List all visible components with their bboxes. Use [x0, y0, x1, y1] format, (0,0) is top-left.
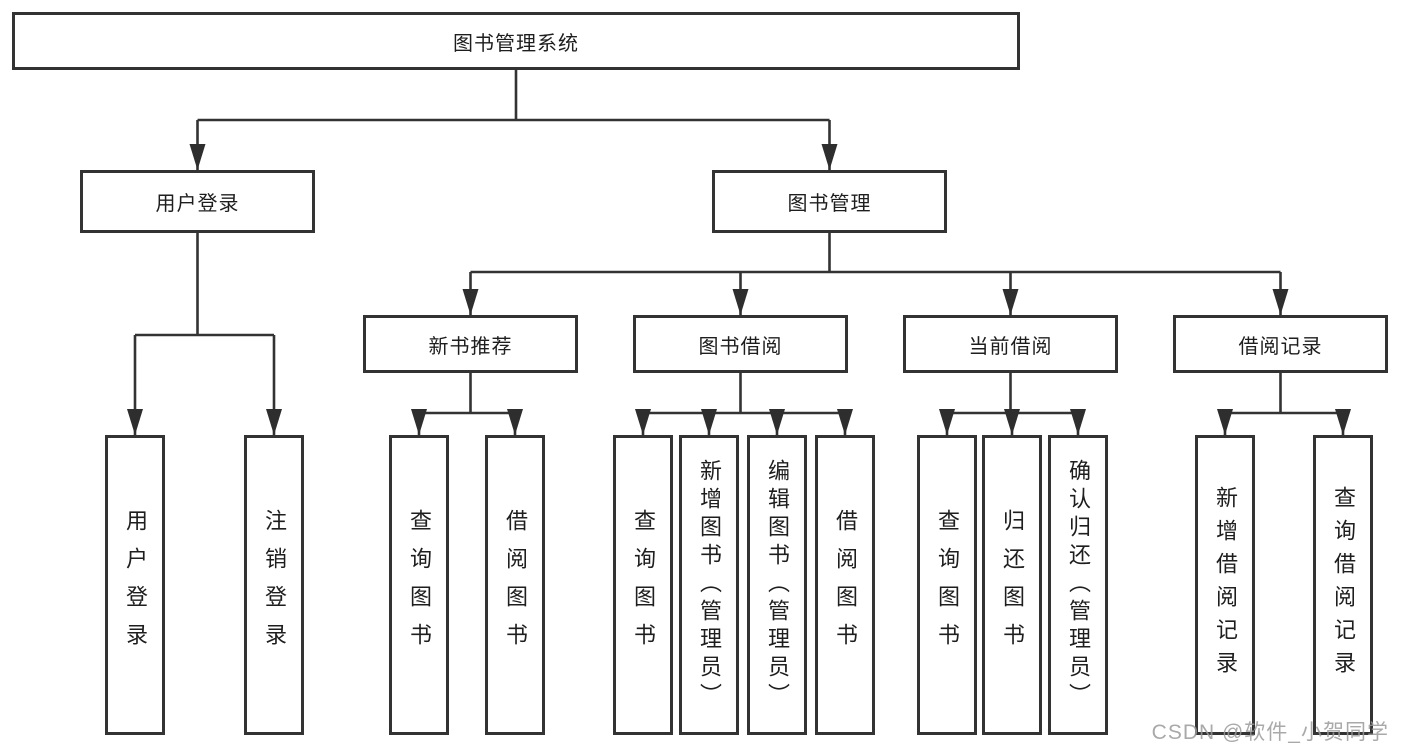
node-label: 图书管理: [787, 193, 872, 215]
node-current-borrowing: 当前借阅: [903, 315, 1118, 373]
node-label: 借阅图书: [833, 509, 858, 661]
node-library-management-system: 图书管理系统: [12, 12, 1020, 70]
leaf-borrow-books-borrowing: 借阅图书: [815, 435, 875, 735]
leaf-query-borrow-record: 查询借阅记录: [1313, 435, 1373, 735]
node-label: 新增借阅记录: [1213, 486, 1238, 684]
leaf-query-books-borrowing: 查询图书: [613, 435, 673, 735]
node-label: 查询图书: [935, 509, 960, 661]
node-label: 查询图书: [407, 509, 432, 661]
node-label: 注销登录: [262, 509, 287, 661]
node-label: 用户登录: [123, 509, 148, 661]
node-label: 借阅图书: [503, 509, 528, 661]
connector-bookmgmt-to-level3: [469, 233, 1282, 315]
connector-userlogin-to-leaves: [133, 233, 276, 435]
node-book-borrowing: 图书借阅: [633, 315, 848, 373]
node-label: 图书借阅: [698, 335, 783, 358]
leaf-query-books-current: 查询图书: [917, 435, 977, 735]
node-book-management: 图书管理: [712, 170, 947, 233]
leaf-add-borrow-record: 新增借阅记录: [1195, 435, 1255, 735]
leaf-return-book: 归还图书: [982, 435, 1042, 735]
node-label: 确认归还（管理员）: [1066, 459, 1091, 711]
leaf-edit-book-admin: 编辑图书（管理员）: [747, 435, 807, 735]
node-user-login: 用户登录: [80, 170, 315, 233]
connector-borrow-to-leaves: [641, 373, 847, 435]
node-label: 用户登录: [155, 193, 240, 215]
node-label: 借阅记录: [1238, 335, 1323, 358]
connector-records-to-leaves: [1223, 373, 1345, 435]
node-label: 编辑图书（管理员）: [765, 459, 790, 711]
connector-newbook-to-leaves: [417, 373, 517, 435]
node-label: 查询图书: [631, 509, 656, 661]
connector-root-to-level2: [196, 70, 831, 170]
leaf-query-books-recommend: 查询图书: [389, 435, 449, 735]
node-label: 新增图书（管理员）: [697, 459, 722, 711]
leaf-user-login: 用户登录: [105, 435, 165, 735]
leaf-add-book-admin: 新增图书（管理员）: [679, 435, 739, 735]
node-label: 查询借阅记录: [1331, 486, 1356, 684]
leaf-borrow-books-recommend: 借阅图书: [485, 435, 545, 735]
arrowheads: [127, 144, 1351, 435]
leaf-confirm-return-admin: 确认归还（管理员）: [1048, 435, 1108, 735]
leaf-logout: 注销登录: [244, 435, 304, 735]
node-label: 图书管理系统: [453, 32, 579, 55]
node-label: 当前借阅: [968, 335, 1053, 358]
node-new-book-recommendation: 新书推荐: [363, 315, 578, 373]
node-label: 新书推荐: [428, 335, 513, 358]
watermark: CSDN @软件_小贺同学: [1151, 721, 1389, 744]
node-label: 归还图书: [1000, 509, 1025, 661]
node-borrowing-records: 借阅记录: [1173, 315, 1388, 373]
